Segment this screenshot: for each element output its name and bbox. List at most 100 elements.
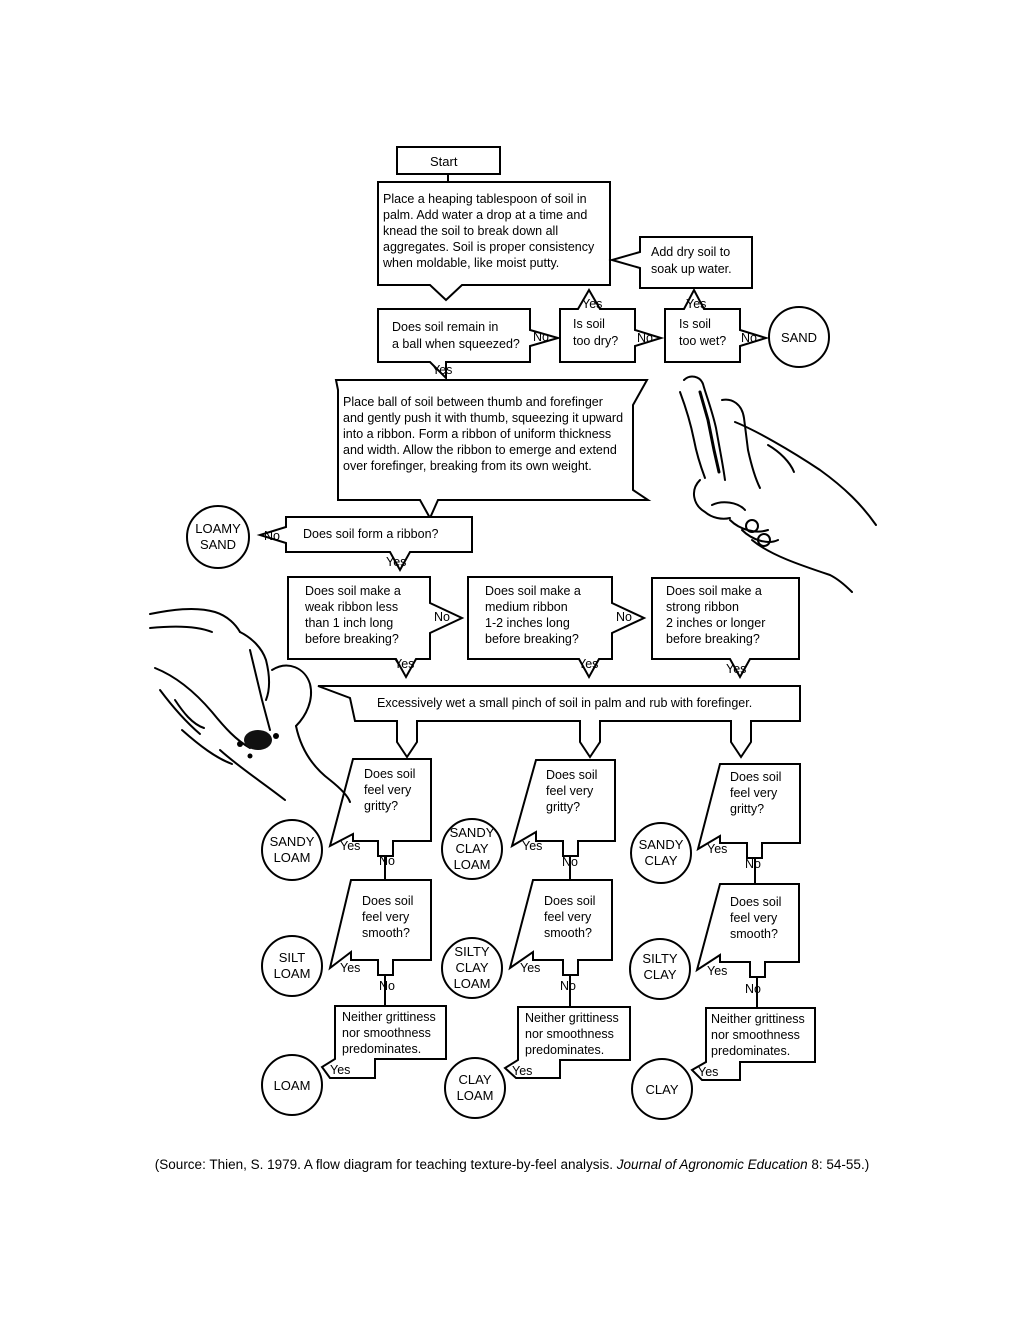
svg-text:feel very: feel very <box>730 786 778 800</box>
gritty-box-1 <box>328 758 432 857</box>
svg-text:nor smoothness: nor smoothness <box>342 1026 431 1040</box>
result-clay <box>631 1058 693 1120</box>
svg-text:a ball when squeezed?: a ball when squeezed? <box>392 337 520 351</box>
result-clay-loam-text: CLAY LOAM <box>457 1072 494 1103</box>
smooth-text-3: Does soil feel very smooth? <box>730 895 781 941</box>
svg-text:Does soil: Does soil <box>730 895 781 909</box>
svg-text:than 1 inch long: than 1 inch long <box>305 616 393 630</box>
ribbon-instructions-text: Place ball of soil between thumb and for… <box>343 395 623 473</box>
svg-text:Does soil make a: Does soil make a <box>666 584 762 598</box>
svg-text:Does soil remain in: Does soil remain in <box>392 320 498 334</box>
ball-question-box <box>377 308 562 381</box>
svg-text:SILTY: SILTY <box>642 951 677 966</box>
forms-ribbon-no-label: No <box>264 529 280 543</box>
result-silty-clay-loam <box>441 937 503 999</box>
result-sandy-clay-text: SANDY CLAY <box>639 837 684 868</box>
svg-text:SANDY: SANDY <box>270 834 315 849</box>
weak-ribbon-text: Does soil make a weak ribbon less than 1… <box>304 584 401 646</box>
svg-text:Does soil: Does soil <box>544 894 595 908</box>
smooth-box-2 <box>508 879 613 976</box>
svg-text:Place a heaping tablespoon of: Place a heaping tablespoon of soil in <box>383 192 587 206</box>
svg-text:feel very: feel very <box>730 911 778 925</box>
prep-box <box>377 181 611 302</box>
svg-text:feel very: feel very <box>544 910 592 924</box>
svg-text:2 inches or longer: 2 inches or longer <box>666 616 765 630</box>
strong-ribbon-yes-label: Yes <box>726 662 746 676</box>
gritty-text-2: Does soil feel very gritty? <box>546 768 597 814</box>
neither-yes-label-3: Yes <box>698 1065 718 1079</box>
svg-text:Does soil make a: Does soil make a <box>485 584 581 598</box>
svg-text:smooth?: smooth? <box>362 926 410 940</box>
svg-text:too wet?: too wet? <box>679 334 726 348</box>
svg-text:LOAM: LOAM <box>274 966 311 981</box>
svg-text:CLAY: CLAY <box>644 967 677 982</box>
hand-ribbon-illustration <box>679 375 877 593</box>
svg-text:aggregates. Soil is proper con: aggregates. Soil is proper consistency <box>383 240 595 254</box>
svg-text:SANDY: SANDY <box>639 837 684 852</box>
too-wet-text: Is soil too wet? <box>679 317 726 348</box>
smooth-no-label-1: No <box>379 979 395 993</box>
svg-text:predominates.: predominates. <box>525 1043 604 1057</box>
result-silty-clay-text: SILTY CLAY <box>642 951 677 982</box>
add-dry-soil-text: Add dry soil to soak up water. <box>651 245 732 276</box>
forms-ribbon-text: Does soil form a ribbon? <box>303 527 439 541</box>
ribbon-instructions-box <box>334 379 652 521</box>
too-wet-yes-label: Yes <box>686 297 706 311</box>
svg-text:feel very: feel very <box>364 783 412 797</box>
result-loamy-sand-text: LOAMY SAND <box>195 521 241 552</box>
svg-text:CLAY: CLAY <box>645 853 678 868</box>
source-prefix: (Source: Thien, S. 1979. A flow diagram … <box>154 1157 617 1172</box>
hand-rubbing-illustration <box>149 607 351 803</box>
svg-text:CLAY: CLAY <box>456 841 489 856</box>
source-citation: (Source: Thien, S. 1979. A flow diagram … <box>100 1155 924 1175</box>
svg-text:palm. Add water a drop at a ti: palm. Add water a drop at a time and <box>383 208 587 222</box>
source-suffix: 8: 54-55.) <box>807 1157 870 1172</box>
result-silty-clay-loam-text: SILTY CLAY LOAM <box>454 944 491 991</box>
weak-ribbon-yes-label: Yes <box>394 657 414 671</box>
too-wet-no-label: No <box>741 331 757 345</box>
neither-text-3: Neither grittiness nor smoothness predom… <box>711 1012 805 1058</box>
too-wet-box <box>664 287 770 363</box>
svg-text:LOAM: LOAM <box>274 850 311 865</box>
smooth-box-3 <box>695 883 800 978</box>
svg-text:over forefinger, breaking from: over forefinger, breaking from its own w… <box>343 459 592 473</box>
too-dry-no-label: No <box>637 331 653 345</box>
svg-text:Neither grittiness: Neither grittiness <box>711 1012 805 1026</box>
too-dry-box <box>559 288 665 363</box>
soil-texture-flowchart: Start Place a heaping tablespoon of soil… <box>149 146 877 1120</box>
svg-text:predominates.: predominates. <box>711 1044 790 1058</box>
svg-text:gritty?: gritty? <box>730 802 764 816</box>
svg-text:LOAMY: LOAMY <box>195 521 241 536</box>
gritty-no-label-1: No <box>379 854 395 868</box>
svg-text:into a ribbon. Form a ribbon o: into a ribbon. Form a ribbon of uniform … <box>343 427 611 441</box>
result-sandy-loam <box>261 819 323 881</box>
result-sandy-clay-loam-text: SANDY CLAY LOAM <box>450 825 495 872</box>
svg-text:SANDY: SANDY <box>450 825 495 840</box>
gritty-no-label-3: No <box>745 857 761 871</box>
svg-text:predominates.: predominates. <box>342 1042 421 1056</box>
svg-text:weak ribbon less: weak ribbon less <box>304 600 398 614</box>
svg-text:feel very: feel very <box>362 910 410 924</box>
svg-text:Does soil: Does soil <box>362 894 413 908</box>
svg-text:soak up water.: soak up water. <box>651 262 732 276</box>
svg-text:Add dry soil to: Add dry soil to <box>651 245 730 259</box>
smooth-text-1: Does soil feel very smooth? <box>362 894 413 940</box>
svg-text:before breaking?: before breaking? <box>305 632 399 646</box>
svg-text:Does soil: Does soil <box>364 767 415 781</box>
forms-ribbon-box <box>256 516 473 573</box>
svg-text:nor smoothness: nor smoothness <box>525 1027 614 1041</box>
medium-ribbon-text: Does soil make a medium ribbon 1-2 inche… <box>485 584 581 646</box>
gritty-text-3: Does soil feel very gritty? <box>730 770 781 816</box>
neither-text-2: Neither grittiness nor smoothness predom… <box>525 1011 619 1057</box>
gritty-yes-label-3: Yes <box>707 842 727 856</box>
forms-ribbon-yes-label: Yes <box>386 555 406 569</box>
result-loamy-sand <box>186 505 250 569</box>
neither-box-1 <box>320 1005 447 1079</box>
gritty-box-3 <box>696 763 801 859</box>
medium-ribbon-box <box>467 576 647 680</box>
svg-text:medium ribbon: medium ribbon <box>485 600 568 614</box>
svg-text:LOAM: LOAM <box>454 857 491 872</box>
strong-ribbon-box <box>651 577 800 680</box>
svg-text:Is soil: Is soil <box>679 317 711 331</box>
result-sandy-loam-text: SANDY LOAM <box>270 834 315 865</box>
